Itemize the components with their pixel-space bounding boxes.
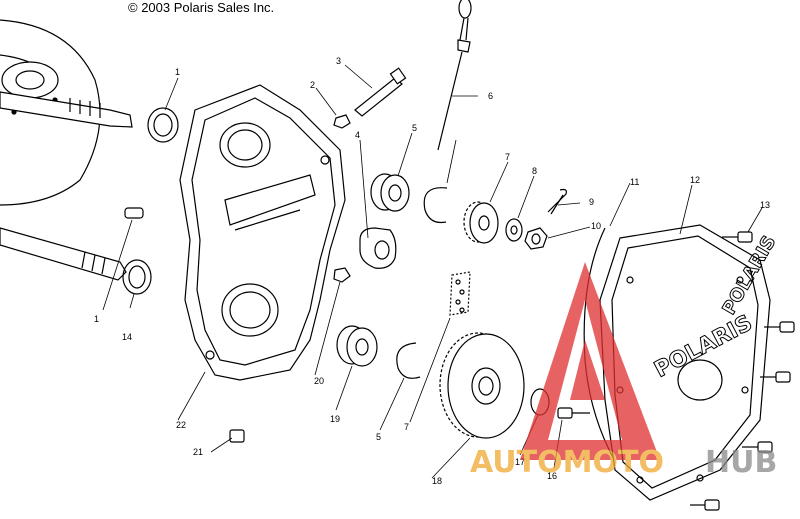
plug-22	[124, 207, 144, 219]
copyright-notice: © 2003 Polaris Sales Inc.	[128, 0, 275, 15]
callout-19: 19	[330, 414, 340, 424]
callout-11: 11	[630, 177, 639, 187]
seal-upper	[147, 107, 179, 143]
drain-plug	[229, 429, 245, 443]
callout-labels: 12345678910111213141222120195718171615	[0, 0, 770, 486]
bolt-15	[557, 407, 590, 419]
cover-bolt-1	[722, 231, 753, 243]
callout-10: 10	[591, 221, 601, 231]
callout-15: 15	[0, 0, 10, 2]
callout-18: 18	[432, 476, 442, 486]
callout-5: 5	[412, 123, 417, 133]
nut-11	[524, 227, 548, 250]
callout-9: 9	[589, 197, 594, 207]
callout-17: 17	[515, 457, 525, 467]
callout-1: 1	[94, 314, 99, 324]
cover-bolt-2	[764, 321, 795, 333]
callout-13: 13	[760, 200, 770, 210]
nut-2	[333, 114, 351, 129]
leader-lines	[102, 64, 763, 479]
watermark: AUTOMOTO HUB	[470, 262, 777, 480]
callout-12: 12	[690, 175, 700, 185]
bearing-lower	[336, 325, 378, 367]
cover-bolt-5	[690, 499, 720, 511]
callout-8: 8	[532, 166, 537, 176]
callout-22: 22	[176, 420, 186, 430]
callout-7: 7	[404, 422, 409, 432]
sprocket-17	[439, 332, 525, 439]
callout-4: 4	[355, 130, 360, 140]
tensioner	[359, 227, 397, 269]
dipstick	[437, 0, 472, 151]
callout-16: 16	[547, 471, 557, 481]
seal-lower	[122, 259, 152, 295]
snap-ring-lower	[396, 342, 421, 379]
nut-19	[333, 267, 351, 283]
callout-3: 3	[336, 56, 341, 66]
watermark-text-right: HUB	[705, 445, 777, 480]
lower-shaft	[0, 227, 127, 281]
callout-7: 7	[505, 152, 510, 162]
callout-20: 20	[314, 376, 324, 386]
upper-shaft	[0, 91, 133, 128]
cover-bolt-3	[760, 371, 791, 383]
sprocket-8	[463, 201, 499, 244]
callout-21: 21	[193, 447, 203, 457]
bearing-upper	[370, 173, 410, 212]
washer-9	[505, 218, 523, 242]
callout-2: 2	[310, 80, 315, 90]
watermark-triangle-icon	[520, 262, 660, 460]
watermark-text-left: AUTOMOTO	[470, 445, 664, 480]
callout-6: 6	[488, 91, 493, 101]
chaincase-housing	[179, 84, 346, 381]
bolt-3	[354, 67, 407, 117]
callout-14: 14	[122, 332, 132, 342]
callout-1: 1	[175, 67, 180, 77]
watermark-triangle-inner-icon	[570, 340, 605, 400]
snap-ring-upper	[423, 187, 448, 224]
chain	[449, 271, 471, 316]
callout-5: 5	[376, 432, 381, 442]
cover-bolt-4	[742, 441, 773, 453]
cotter-pin	[547, 188, 567, 215]
